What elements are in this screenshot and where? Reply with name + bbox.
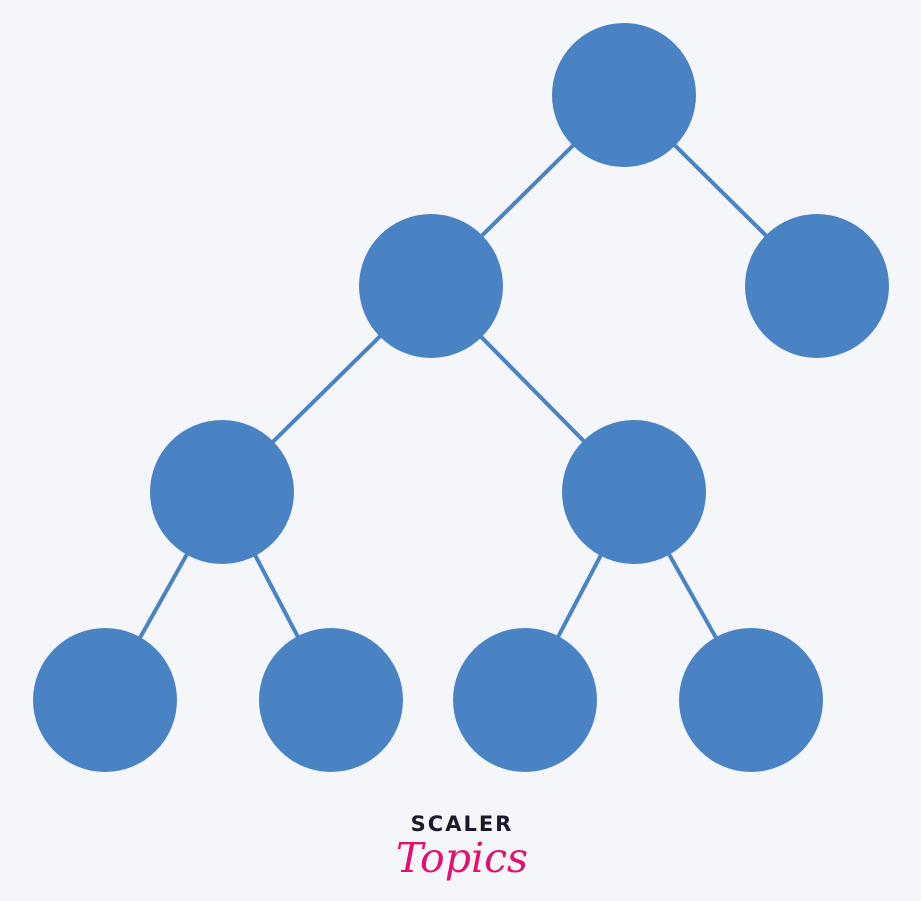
tree-node-l2-left (150, 420, 294, 564)
tree-node-l3-b (259, 628, 403, 772)
binary-tree-diagram (33, 23, 889, 772)
tree-node-l3-a (33, 628, 177, 772)
tree-node-l2-right (562, 420, 706, 564)
tree-node-l1-left (359, 214, 503, 358)
logo-scaler-text: SCALER (411, 812, 514, 836)
tree-node-l1-right (745, 214, 889, 358)
logo-topics-text: Topics (396, 834, 528, 882)
tree-node-l3-d (679, 628, 823, 772)
tree-node-l3-c (453, 628, 597, 772)
tree-nodes (33, 23, 889, 772)
tree-node-root (552, 23, 696, 167)
